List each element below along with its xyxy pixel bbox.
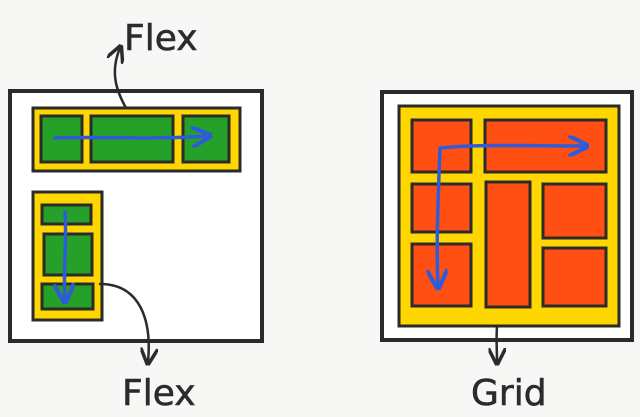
flex-row-container xyxy=(31,106,242,173)
flex-panel: Flex Flex xyxy=(8,18,264,414)
grid-panel: Grid xyxy=(380,90,634,414)
grid-label: Grid xyxy=(471,373,547,414)
grid-item-6 xyxy=(410,242,473,308)
grid-item-5 xyxy=(541,182,608,240)
grid-item-4-tall xyxy=(484,180,532,309)
flex-column-item-3 xyxy=(40,282,95,311)
grid-item-7 xyxy=(541,246,608,308)
grid-item-3 xyxy=(410,182,473,234)
grid-flow-arrow-icon xyxy=(437,146,585,287)
flex-top-label: Flex xyxy=(124,18,198,59)
flex-bottom-callout-arrow-icon xyxy=(98,282,149,362)
flex-column-container xyxy=(31,190,104,322)
flex-column-item-2 xyxy=(42,232,94,277)
flex-bottom-label: Flex xyxy=(122,373,196,414)
flex-column-direction-arrow-icon xyxy=(64,210,65,300)
flex-row-direction-arrow-icon xyxy=(53,136,208,138)
flex-row-item-3 xyxy=(181,114,231,164)
flex-top-callout-arrow-icon xyxy=(115,48,128,110)
